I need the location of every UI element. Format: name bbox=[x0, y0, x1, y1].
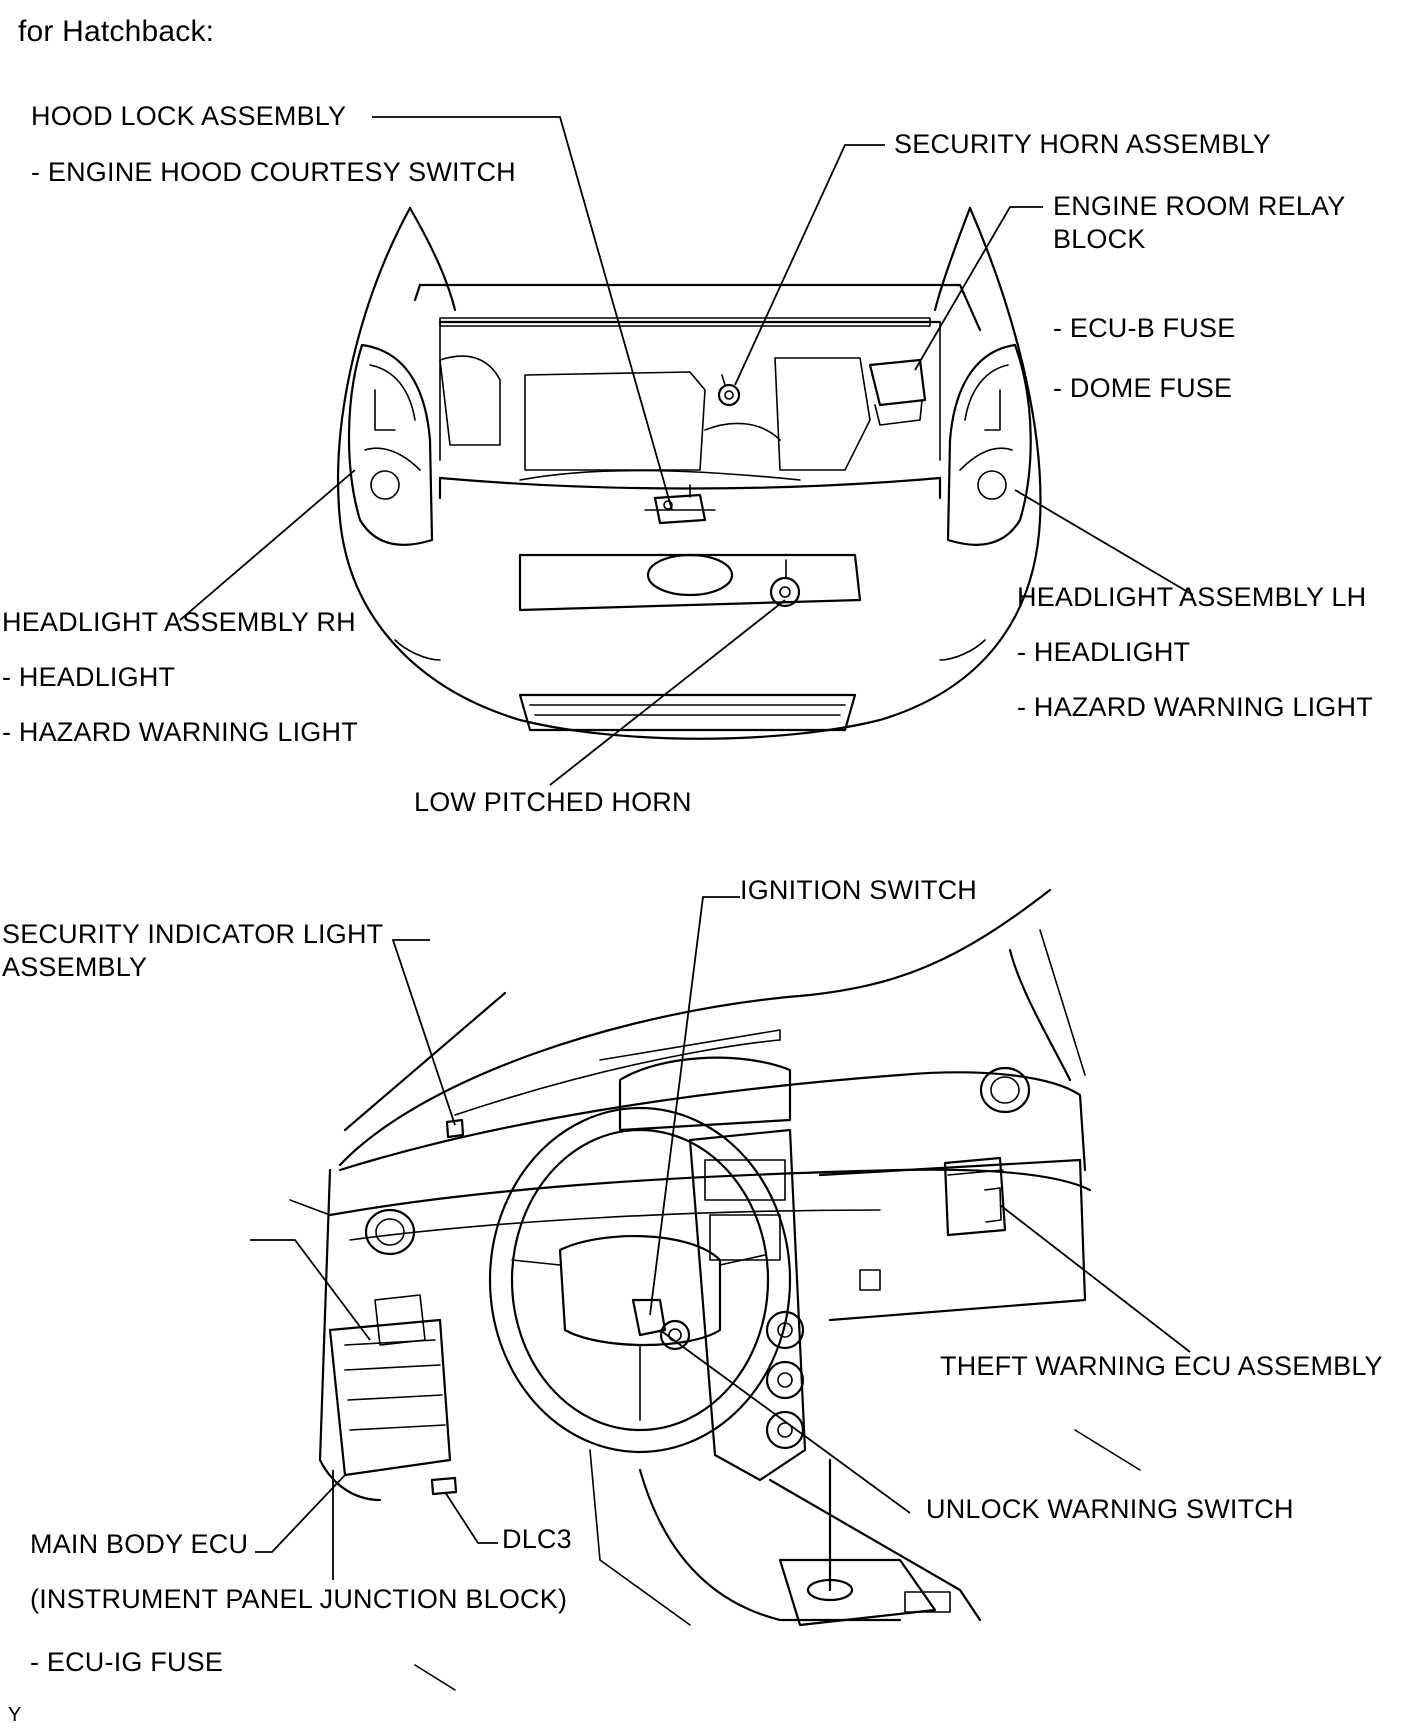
interior-dashboard-illustration bbox=[289, 888, 1141, 1691]
interior-leader-lines bbox=[250, 896, 1191, 1580]
label-ecu-ig-fuse: - ECU-IG FUSE bbox=[30, 1647, 224, 1677]
figure-code: Y bbox=[8, 1704, 22, 1726]
label-unlock-warning-switch: UNLOCK WARNING SWITCH bbox=[926, 1494, 1294, 1524]
label-theft-warning-ecu-assembly: THEFT WARNING ECU ASSEMBLY bbox=[940, 1351, 1383, 1381]
vehicle-front-illustration bbox=[337, 206, 1042, 740]
label-security-indicator-light-line1: SECURITY INDICATOR LIGHT bbox=[2, 919, 384, 949]
label-headlight-lh-hazard-warning-light: - HAZARD WARNING LIGHT bbox=[1017, 692, 1373, 722]
label-headlight-rh-headlight: - HEADLIGHT bbox=[2, 662, 176, 692]
label-security-horn-assembly: SECURITY HORN ASSEMBLY bbox=[894, 129, 1271, 159]
label-main-body-ecu: MAIN BODY ECU bbox=[30, 1529, 249, 1559]
label-engine-room-relay-block-line2: BLOCK bbox=[1053, 224, 1146, 254]
label-ecu-b-fuse: - ECU-B FUSE bbox=[1053, 313, 1236, 343]
page-title: for Hatchback: bbox=[18, 15, 215, 48]
label-headlight-rh-hazard-warning-light: - HAZARD WARNING LIGHT bbox=[2, 717, 358, 747]
label-headlight-lh-headlight: - HEADLIGHT bbox=[1017, 637, 1191, 667]
label-headlight-assembly-lh: HEADLIGHT ASSEMBLY LH bbox=[1017, 582, 1367, 612]
label-low-pitched-horn: LOW PITCHED HORN bbox=[414, 787, 692, 817]
label-hood-lock-assembly: HOOD LOCK ASSEMBLY bbox=[31, 101, 347, 131]
label-engine-hood-courtesy-switch: - ENGINE HOOD COURTESY SWITCH bbox=[31, 157, 516, 187]
label-dlc3: DLC3 bbox=[502, 1524, 572, 1554]
label-ignition-switch: IGNITION SWITCH bbox=[740, 875, 977, 905]
front-view-leader-lines bbox=[179, 116, 1194, 786]
label-instrument-panel-junction-block: (INSTRUMENT PANEL JUNCTION BLOCK) bbox=[30, 1584, 568, 1614]
label-dome-fuse: - DOME FUSE bbox=[1053, 373, 1233, 403]
label-headlight-assembly-rh: HEADLIGHT ASSEMBLY RH bbox=[2, 607, 356, 637]
label-engine-room-relay-block-line1: ENGINE ROOM RELAY bbox=[1053, 191, 1346, 221]
label-security-indicator-light-line2: ASSEMBLY bbox=[2, 952, 148, 982]
